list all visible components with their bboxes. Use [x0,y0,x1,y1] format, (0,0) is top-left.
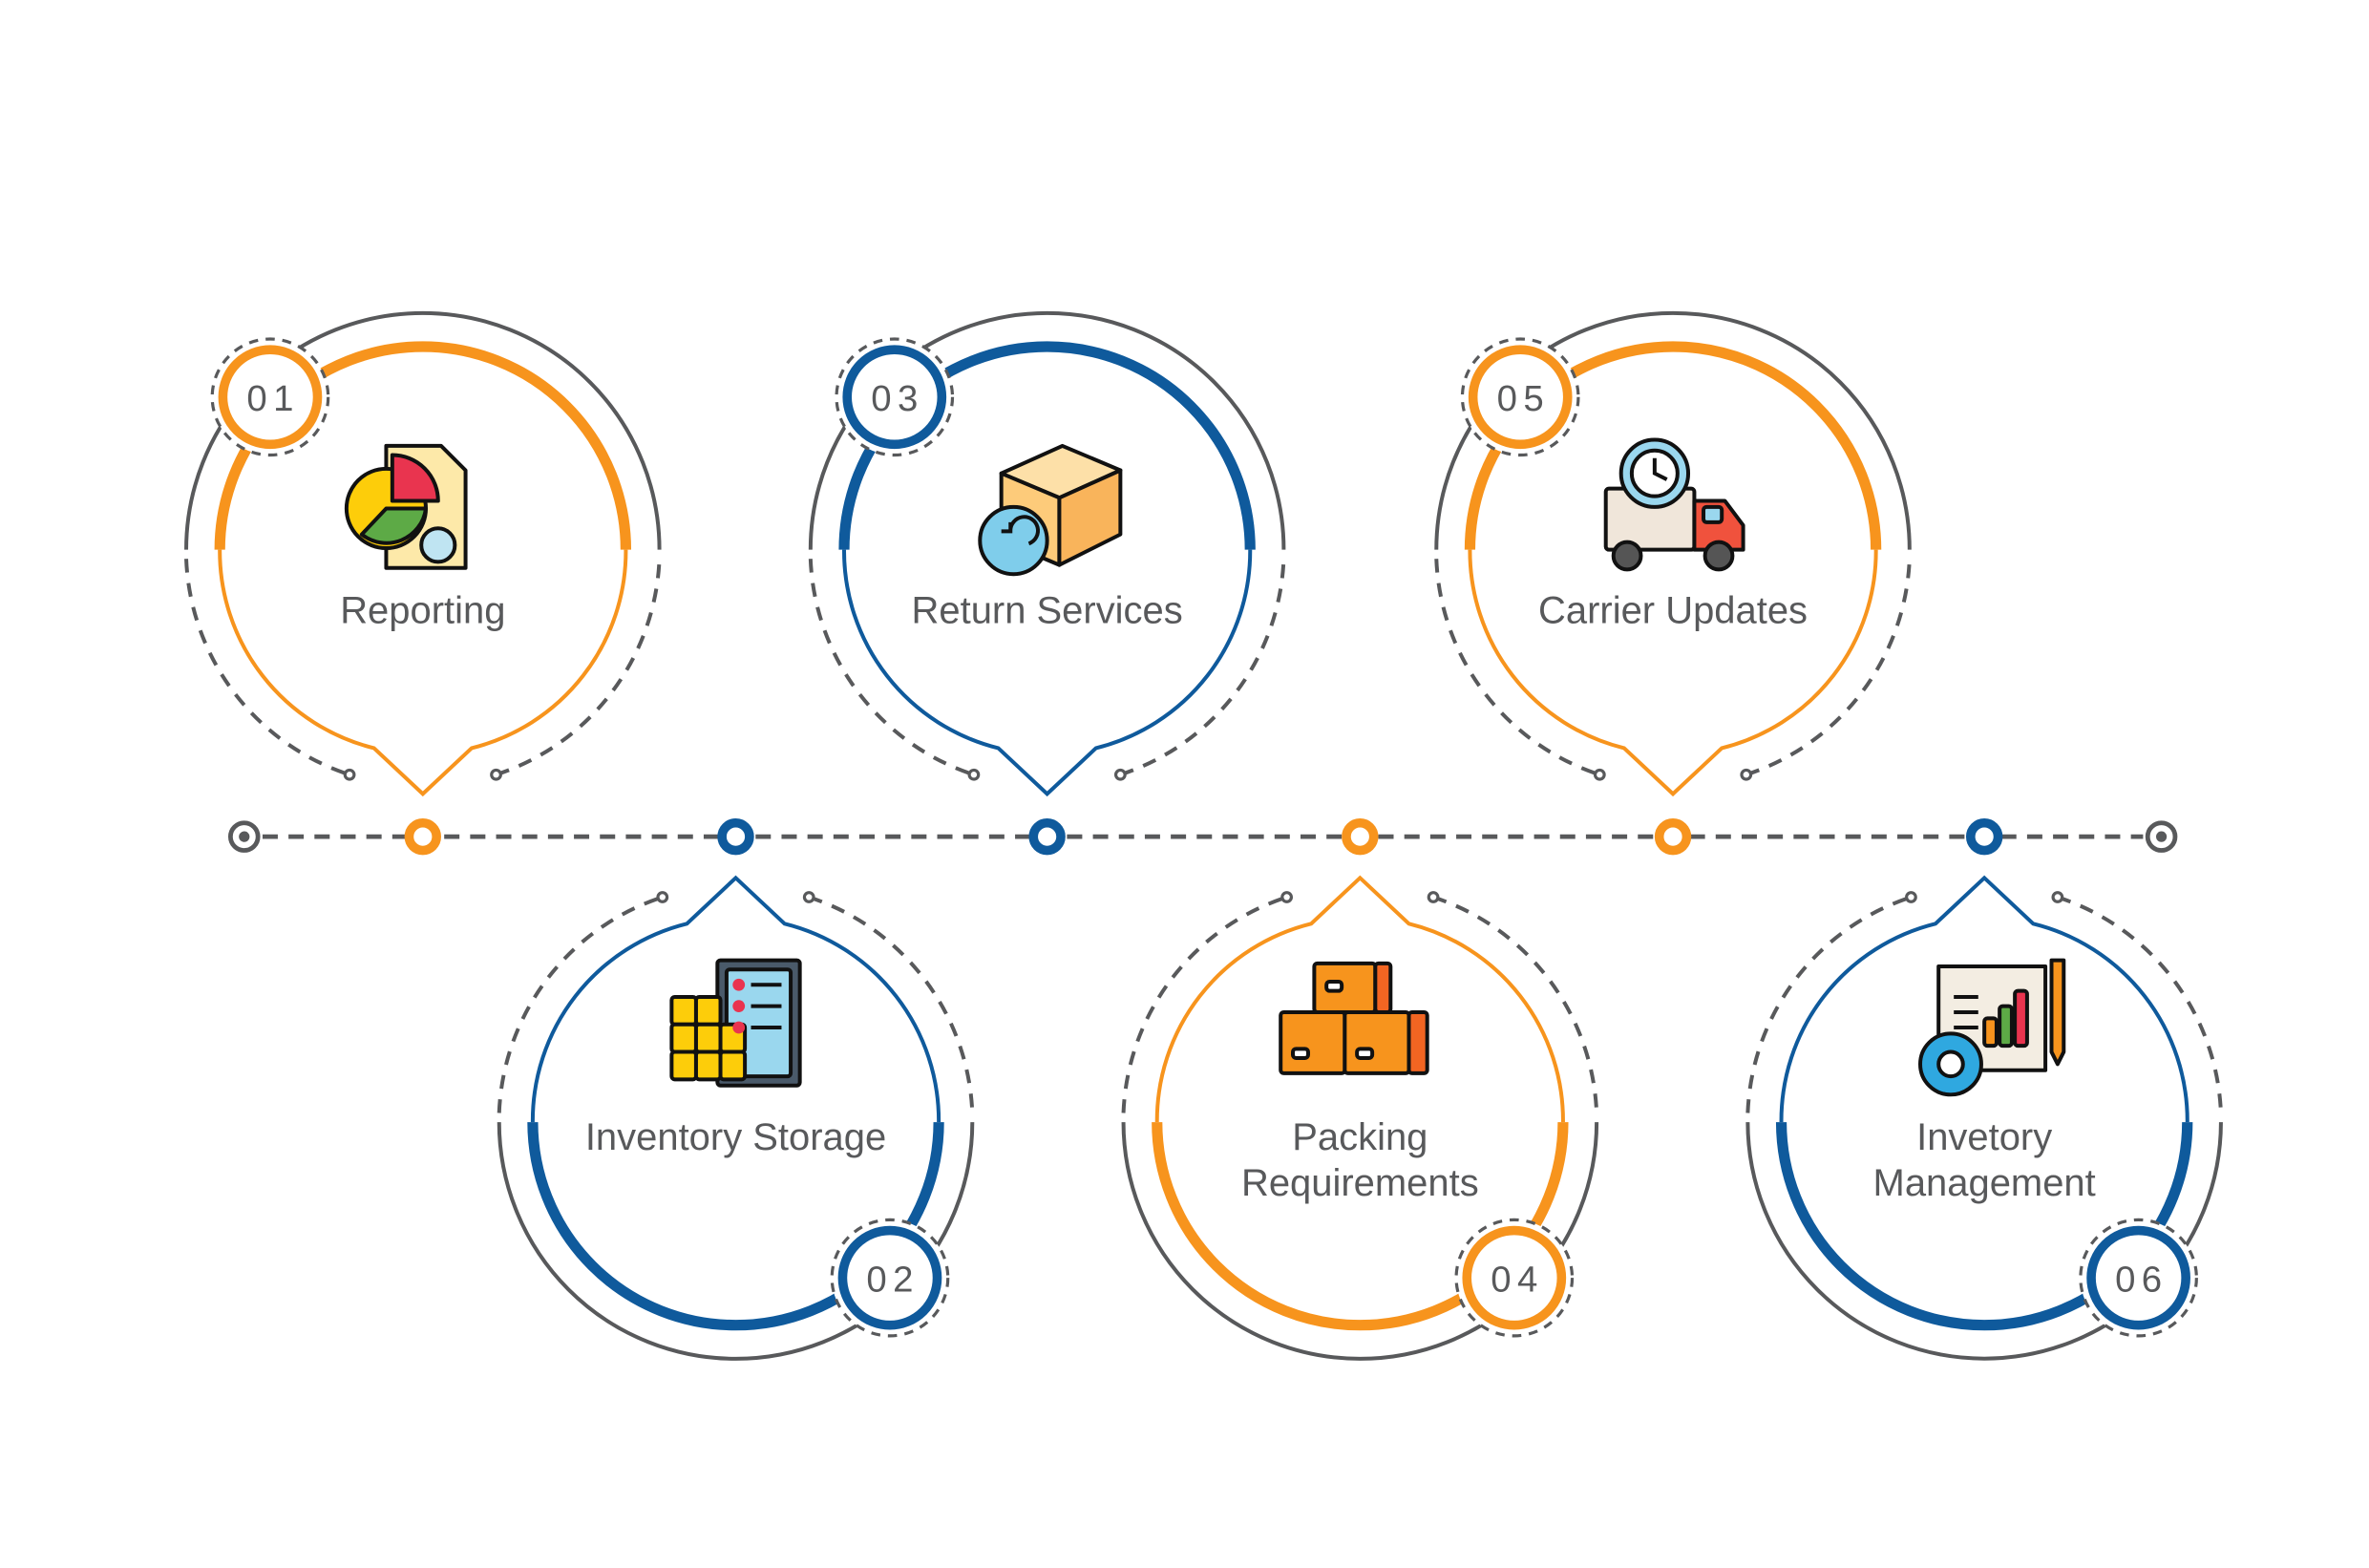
step-label: Reporting [340,589,505,631]
step-label: Invetory [1916,1116,2052,1158]
outer-ring-solid [497,1122,975,1361]
step-label: Requirements [1241,1162,1479,1204]
return-box-icon [978,443,1123,577]
outer-ring-dashed-left [1434,559,1600,777]
dash-end-dot [1905,891,1917,903]
dash-end-dot [1427,891,1440,903]
step-number: 02 [866,1260,919,1301]
step-number-badge [2086,1225,2190,1330]
outer-ring-dashed-right [2057,895,2223,1113]
dash-end-dot [1593,768,1606,781]
timeline-node [717,817,754,856]
step-number: 05 [1497,378,1550,419]
step-outline [218,549,628,797]
delivery-truck-clock-icon [1603,437,1745,572]
step-label: Carrier Updates [1538,589,1808,631]
dash-end-dot [490,768,502,781]
step-number-badge [1462,1225,1567,1330]
step-thick-arc [838,341,1256,550]
step-thick-arc [1464,341,1882,550]
step-label: Inventory Storage [585,1116,886,1158]
step-number-badge [842,345,947,450]
step-outline [1468,549,1878,797]
outer-ring-dashed-right [1432,895,1599,1113]
outer-ring-solid [1121,1122,1599,1361]
step-thick-arc [214,341,632,550]
report-gear-icon [1918,958,2066,1097]
step-thick-arc [1775,1122,2193,1331]
inventory-checklist-icon [669,958,802,1088]
outer-ring-dashed-right [495,559,662,777]
timeline-node [1028,817,1066,856]
step-label: Management [1873,1162,2096,1204]
dash-end-dot [1113,768,1127,781]
step-label: Return Services [912,589,1183,631]
outer-ring-dashed-right [1119,559,1286,777]
dash-end-dot [1280,891,1293,903]
step-outline [842,549,1253,797]
step-number: 01 [246,378,299,419]
step-thick-arc [1152,1122,1569,1331]
step-number-badge [218,345,323,450]
step-02: 02 Inventory Storage [497,817,975,1361]
step-number: 03 [871,378,923,419]
outer-ring-dashed-right [808,895,975,1113]
step-label: Packing [1292,1116,1428,1158]
outer-ring-solid [184,310,662,550]
stacked-boxes-icon [1279,961,1429,1075]
outer-ring-solid [1745,1122,2223,1361]
outer-ring-solid [808,310,1286,550]
timeline-node [404,817,441,856]
timeline-node [1654,817,1692,856]
step-number: 04 [1491,1260,1543,1301]
outer-ring-solid [1434,310,1912,550]
dash-end-dot [2051,891,2064,903]
outer-ring-dashed-left [1121,895,1288,1113]
timeline-node [1342,817,1379,856]
timeline-marker-dot [2155,831,2168,842]
step-thick-arc [527,1122,944,1331]
dash-end-dot [802,891,815,903]
pie-chart-report-icon [344,443,468,570]
dash-end-dot [967,768,981,781]
outer-ring-dashed-left [808,559,975,777]
timeline-node [1965,817,2003,856]
timeline [227,820,2178,853]
dash-end-dot [656,891,669,903]
step-number: 06 [2115,1260,2168,1301]
step-number-badge [1468,345,1573,450]
outer-ring-dashed-right [1745,559,1912,777]
timeline-marker-dot [239,831,250,842]
outer-ring-dashed-left [1745,895,1913,1113]
dash-end-dot [1740,768,1753,781]
dash-end-dot [343,768,356,781]
step-number-badge [837,1225,942,1330]
outer-ring-dashed-left [497,895,664,1113]
outer-ring-dashed-left [184,559,350,777]
